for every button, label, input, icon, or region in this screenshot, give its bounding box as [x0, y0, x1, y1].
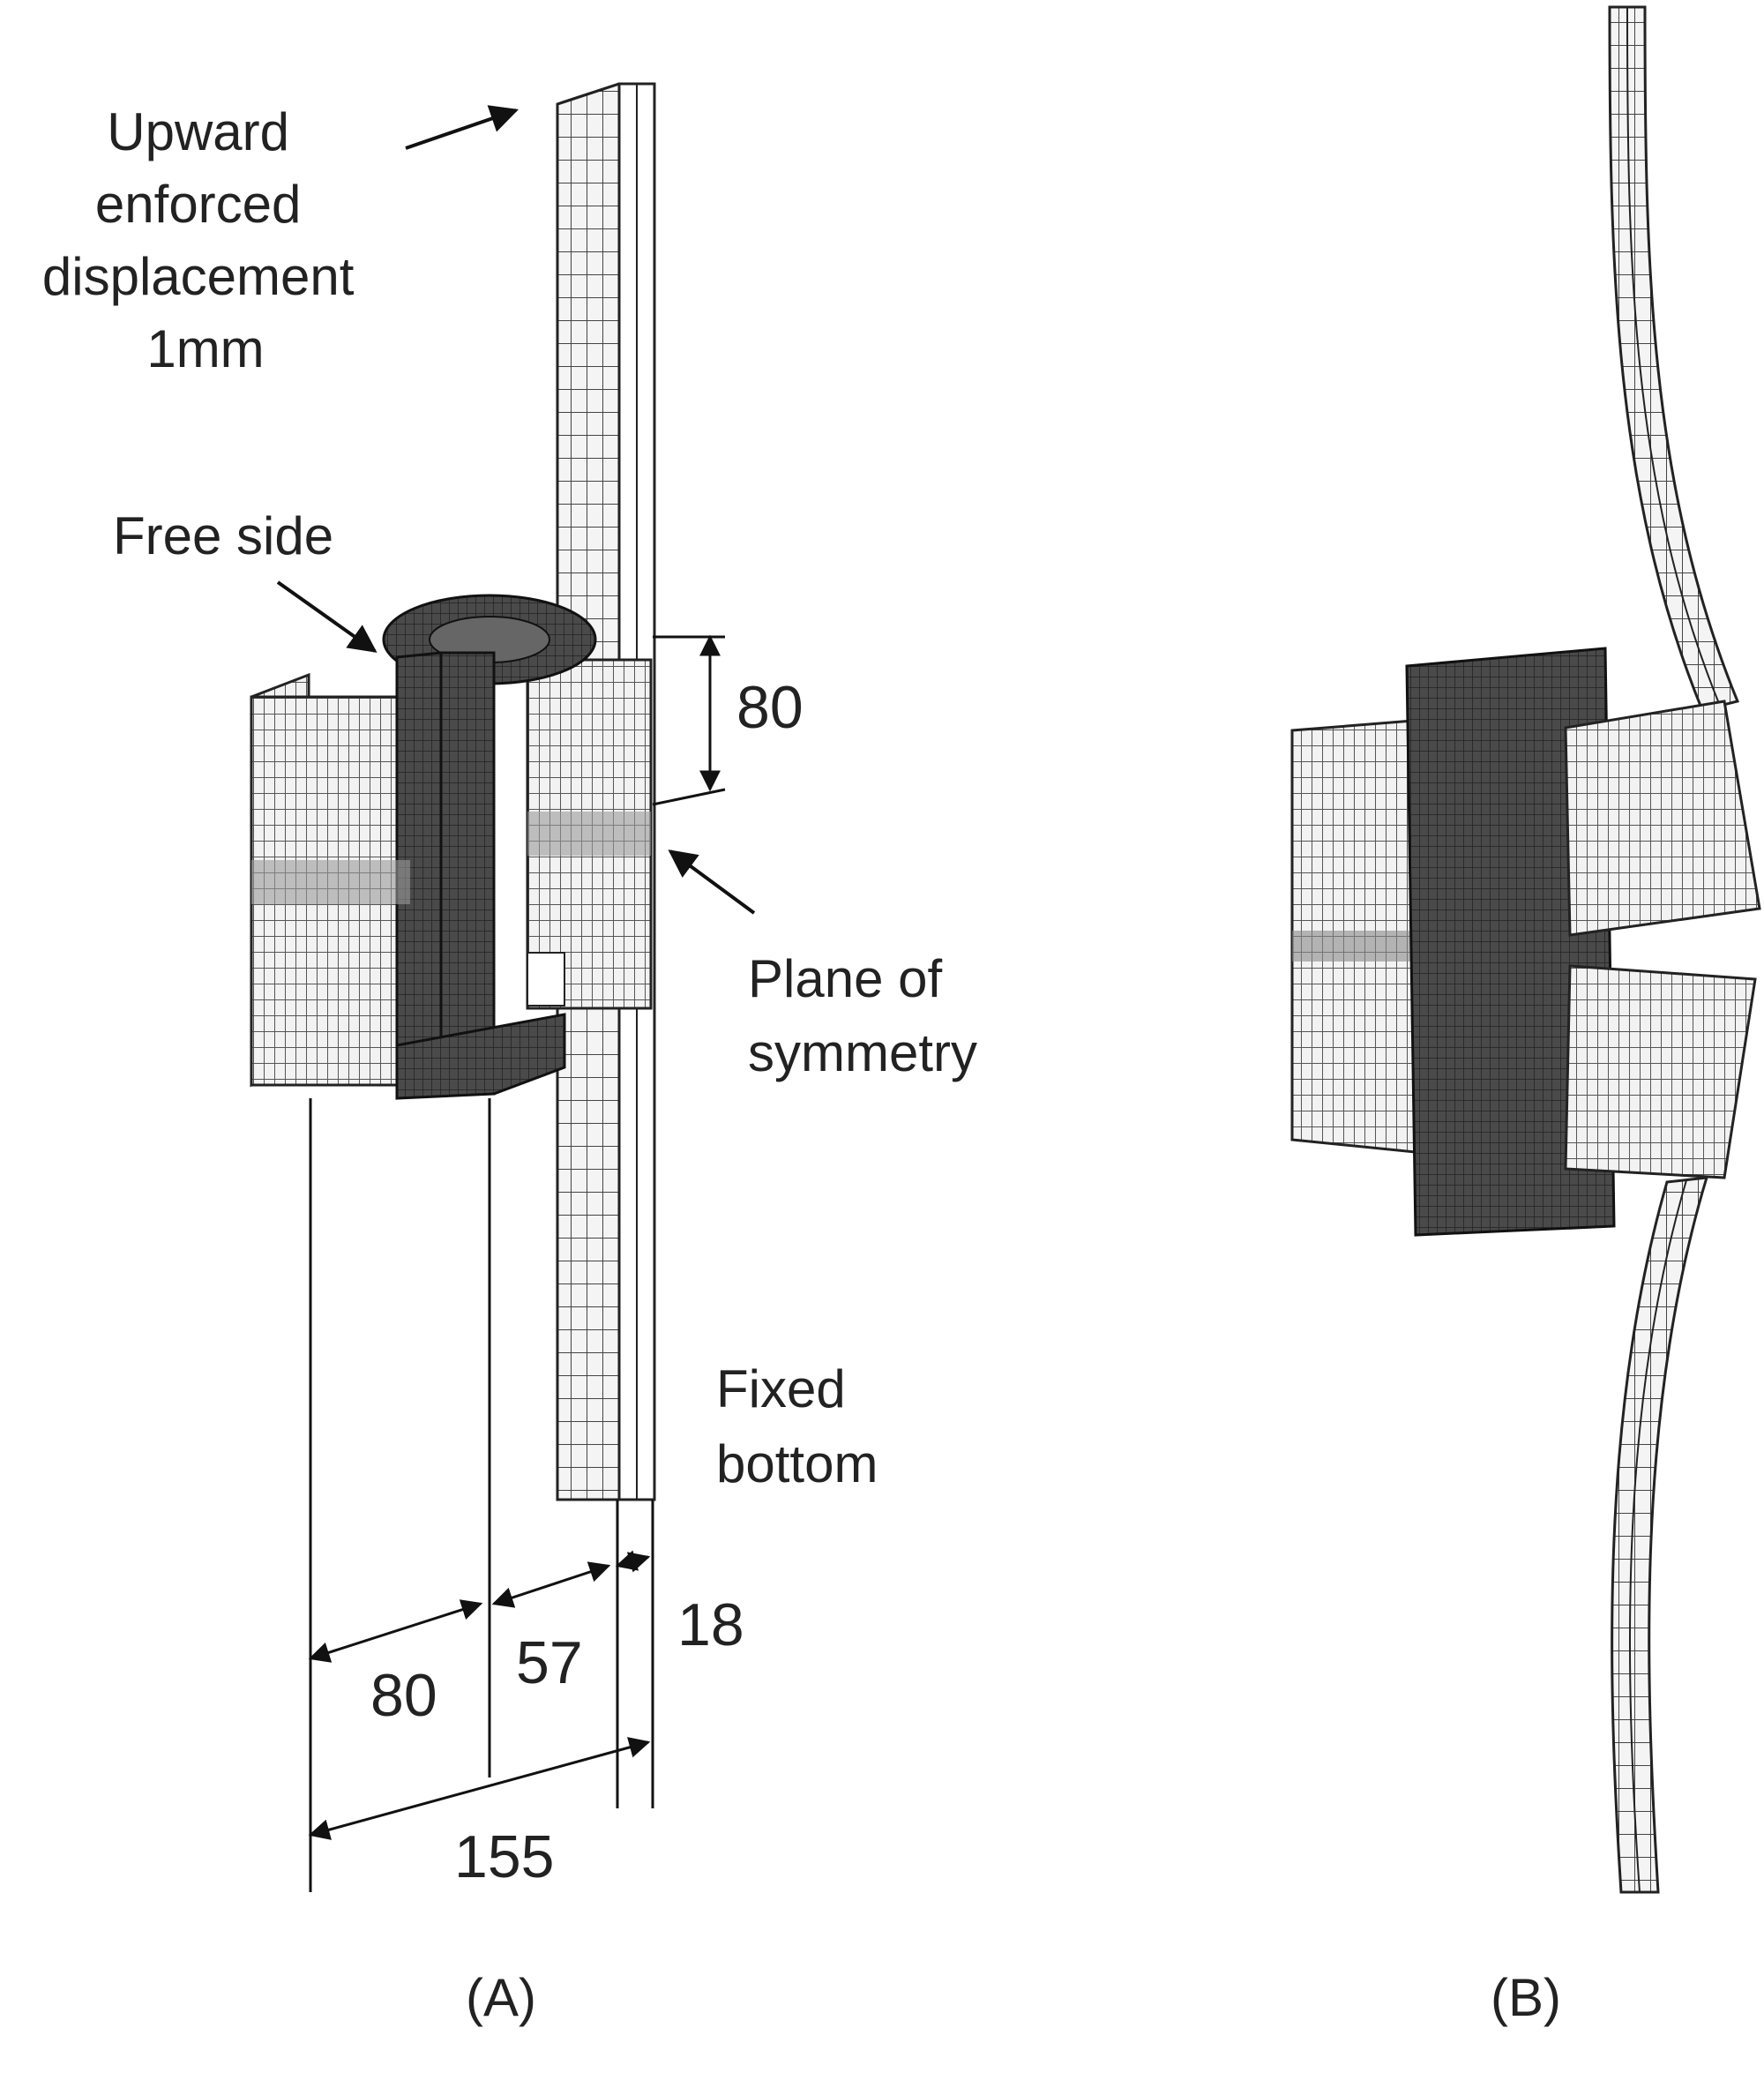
pointer-arrows [276, 105, 756, 915]
label-free-side: Free side [113, 506, 333, 565]
dim-80-vertical: 80 [736, 674, 804, 741]
deformed-right-block-lower [1564, 964, 1757, 1179]
caption-a: (A) [466, 1968, 536, 2027]
caption-b: (B) [1491, 1968, 1561, 2027]
deformed-right-block-upper [1564, 700, 1761, 937]
deformed-plate [1608, 5, 1740, 1894]
label-plane-of-symmetry: Plane of symmetry [748, 949, 977, 1082]
dim-57: 57 [516, 1629, 583, 1696]
panel-b: (B) [1290, 5, 1761, 2027]
panel-a: Upward enforced displacement 1mm Free si… [42, 82, 977, 2027]
dim-18: 18 [677, 1591, 744, 1658]
dim-80-horizontal: 80 [370, 1662, 437, 1729]
symmetry-plane-band [251, 812, 651, 904]
u-clamp [382, 594, 597, 1100]
label-upward-displacement: Upward enforced displacement 1mm [42, 102, 369, 378]
label-fixed-bottom: Fixed bottom [716, 1359, 878, 1493]
dim-155: 155 [454, 1823, 554, 1890]
deformed-dark-clamp [1405, 647, 1616, 1237]
dimension-lines [308, 634, 726, 1892]
